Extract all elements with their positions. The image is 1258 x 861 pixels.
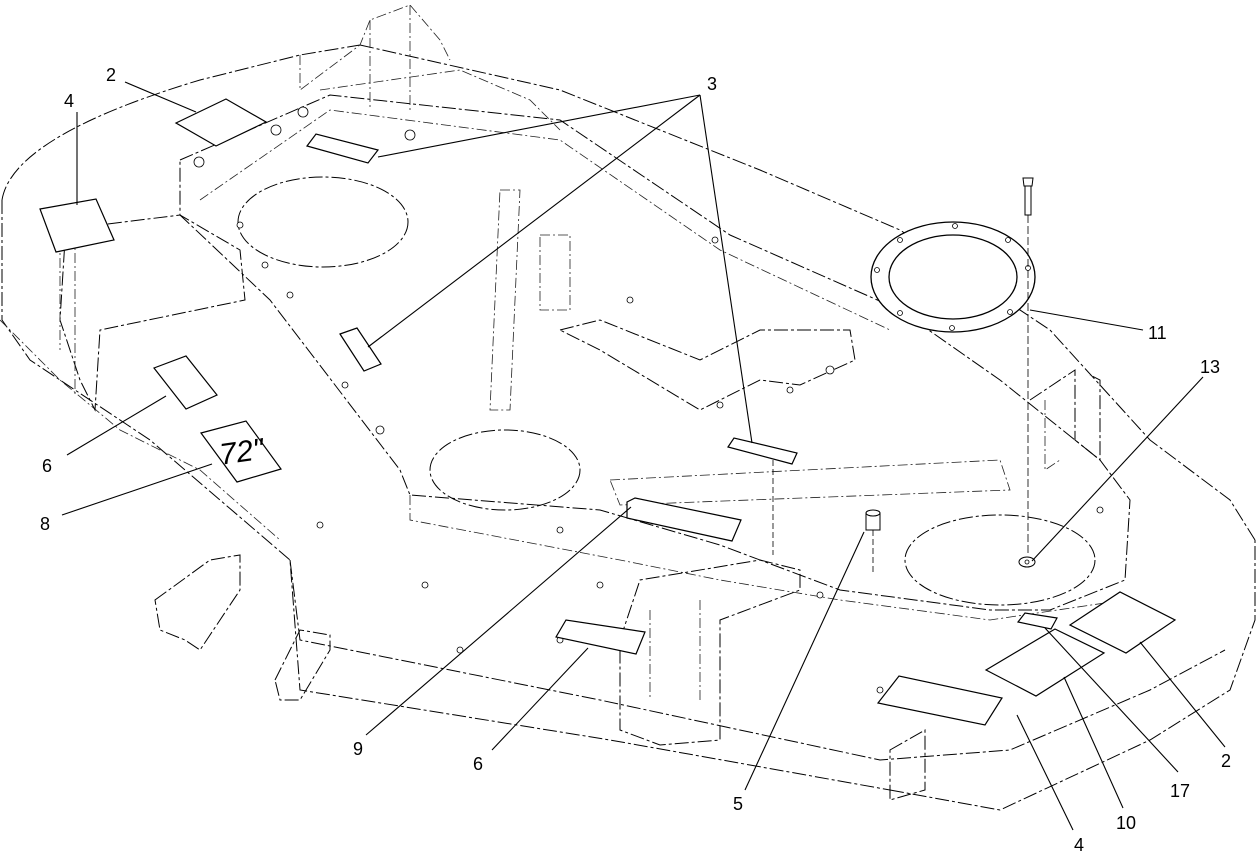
decal-9 bbox=[626, 497, 742, 542]
nut-13 bbox=[1018, 556, 1036, 568]
decal-2-top bbox=[174, 98, 268, 147]
callout-6-left: 6 bbox=[42, 456, 52, 476]
callout-8: 8 bbox=[40, 514, 50, 534]
decal-3-right bbox=[727, 437, 798, 465]
pin-5 bbox=[772, 460, 881, 575]
decal-4-left bbox=[39, 198, 115, 253]
decal-3-top bbox=[305, 133, 380, 164]
spindle-openings bbox=[237, 176, 1096, 606]
callout-4-bottom: 4 bbox=[1074, 835, 1084, 855]
callout-2-top: 2 bbox=[106, 65, 116, 85]
decal-4-bottom bbox=[876, 675, 1003, 726]
size-decal-text: 72" bbox=[218, 433, 268, 472]
deck-holes bbox=[193, 106, 1104, 694]
callout-10: 10 bbox=[1116, 813, 1136, 833]
callout-6-bottom: 6 bbox=[473, 754, 483, 774]
callout-3: 3 bbox=[707, 74, 717, 94]
decal-17 bbox=[1016, 612, 1058, 630]
decal-3-middle bbox=[339, 327, 382, 372]
decals: 72" bbox=[39, 98, 1177, 726]
hardware bbox=[772, 177, 1036, 575]
callout-11: 11 bbox=[1148, 323, 1167, 343]
ring-plate-11 bbox=[870, 221, 1036, 333]
callout-13: 13 bbox=[1200, 357, 1220, 377]
callout-labels: 2 4 3 11 13 6 8 9 6 5 4 10 17 2 bbox=[40, 65, 1231, 855]
decal-6-bottom bbox=[555, 619, 646, 655]
callout-17: 17 bbox=[1170, 781, 1190, 801]
decal-6-left bbox=[153, 355, 218, 410]
callout-4-left: 4 bbox=[64, 91, 74, 111]
leader-lines bbox=[61, 81, 1226, 831]
decal-10 bbox=[984, 628, 1106, 697]
callout-2-right: 2 bbox=[1221, 751, 1231, 771]
callout-5: 5 bbox=[733, 794, 743, 814]
decal-8-size bbox=[199, 420, 282, 483]
decal-2-right bbox=[1068, 591, 1177, 654]
bolt bbox=[1022, 177, 1034, 555]
callout-9: 9 bbox=[353, 739, 363, 759]
